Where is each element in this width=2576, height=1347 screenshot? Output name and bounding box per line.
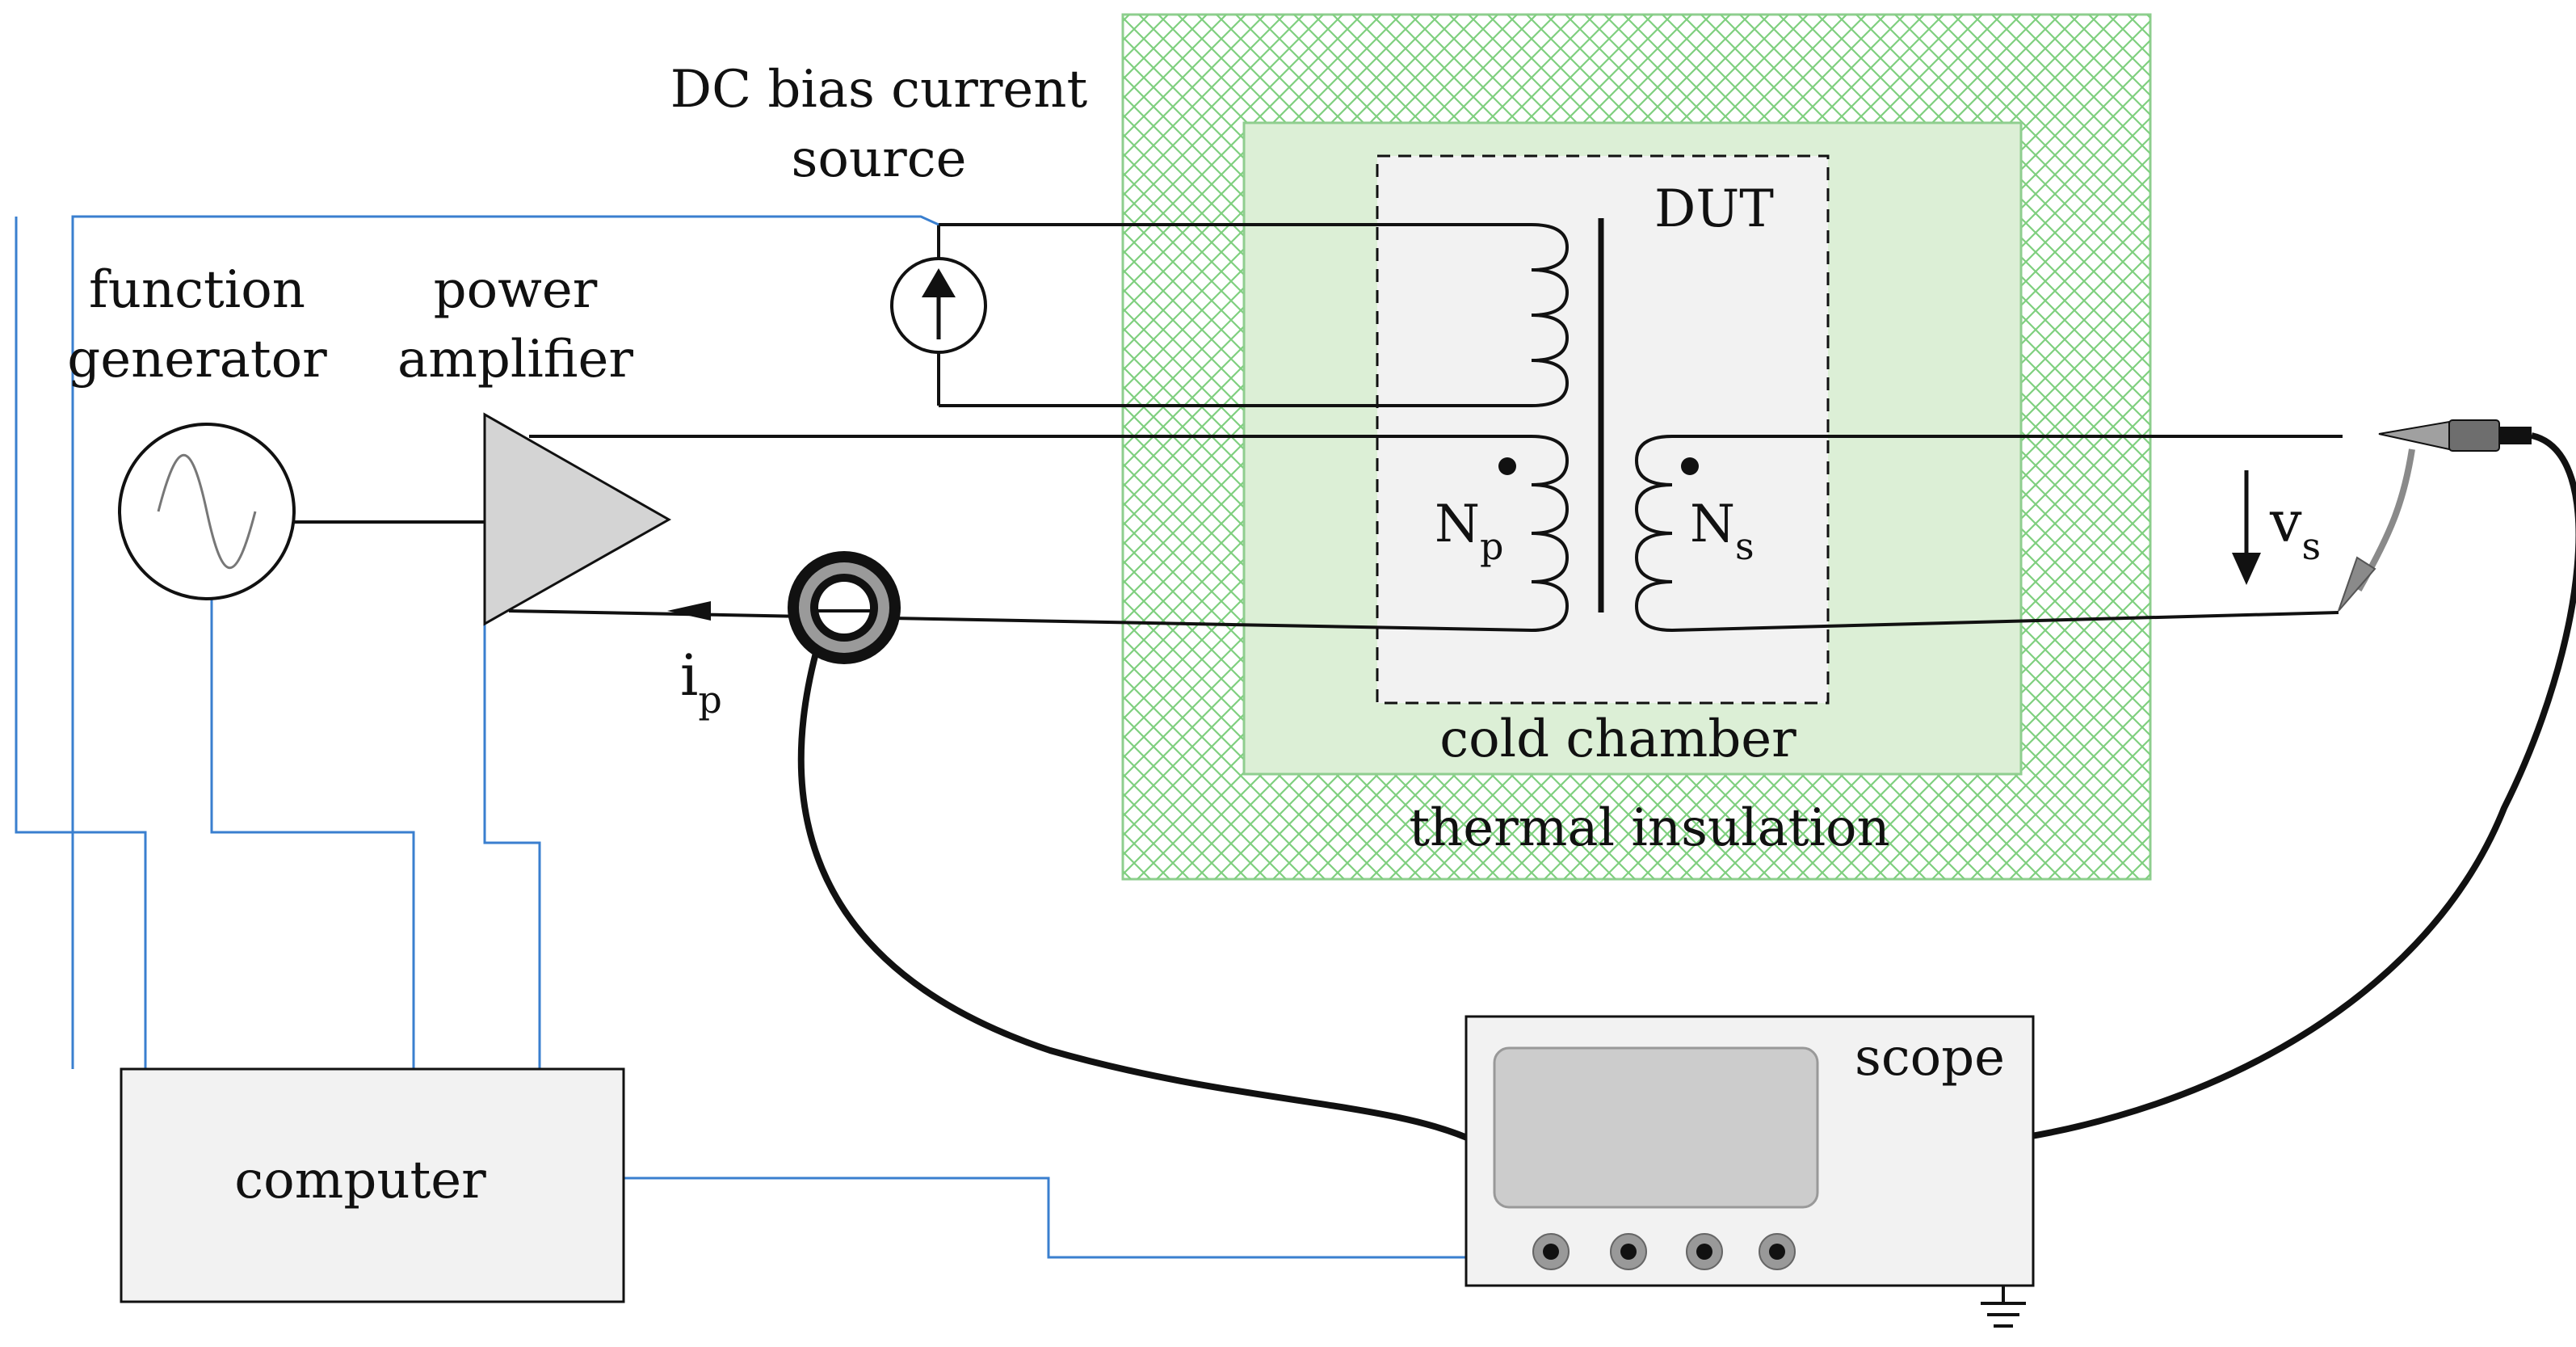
function-generator [118,423,296,600]
vs-arrow [2232,470,2261,585]
scope-channel-3-connector [1686,1233,1723,1270]
scope-label: scope [1855,1028,2005,1088]
primary-winding [508,435,1570,633]
computer-label: computer [234,1151,486,1210]
current-source-arrow-icon [922,268,956,339]
ns-label: Ns [1690,495,1754,568]
function-generator-label-line-1: function [89,260,305,320]
ground-icon [1981,1286,2026,1328]
power-amplifier-label-line-2: amplifier [397,330,633,389]
dc-source-label-line-1: DC bias current [670,60,1088,120]
ip-direction-arrow [667,601,711,621]
primary-dot-marker [1498,457,1516,475]
scope-channel-2-connector [1610,1233,1647,1270]
function-generator-label-line-2: generator [67,330,327,389]
dut-label: DUT [1654,179,1774,239]
power-amplifier-label-line-1: power [434,260,598,320]
scope-channel-1-connector [1532,1233,1570,1270]
ip-label: ip [680,642,722,722]
bias-winding [939,223,1570,407]
oscilloscope [1464,1015,2035,1287]
computer-box [120,1067,625,1303]
vs-label: vs [2269,489,2321,568]
scope-screen [1493,1046,1819,1209]
scope-channel-4-connector [1759,1233,1796,1270]
secondary-winding [1634,435,2343,633]
sine-wave-icon [157,454,257,569]
thermal-insulation-label: thermal insulation [1409,798,1889,858]
power-amplifier [483,412,672,626]
voltage-probe-icon [2338,419,2532,612]
cold-chamber-label: cold chamber [1439,709,1796,769]
dc-source-label-line-2: source [792,129,967,189]
current-probe-ring-icon [788,551,901,664]
np-label: Np [1435,495,1503,568]
secondary-dot-marker [1681,457,1699,475]
control-wiring [15,215,1466,1259]
dc-bias-current-source [890,225,987,406]
